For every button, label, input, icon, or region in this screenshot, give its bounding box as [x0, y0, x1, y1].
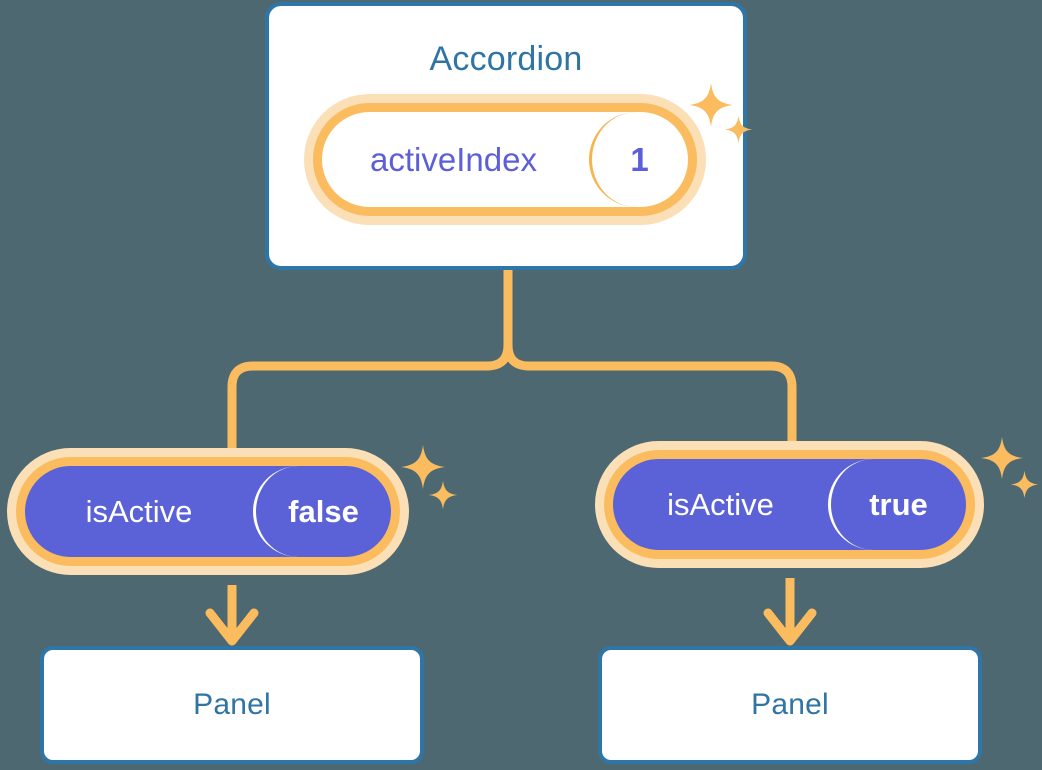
panel-card-right: Panel — [598, 646, 982, 764]
state-badge-value: 1 — [589, 112, 687, 207]
panel-title: Panel — [751, 688, 829, 721]
arrow-down-icon-left — [205, 585, 259, 646]
sparkle-icon — [1010, 470, 1039, 499]
prop-badge-key: isActive — [85, 493, 193, 529]
prop-badge-is-active-false[interactable]: isActive false — [16, 457, 400, 566]
prop-badge-value: false — [253, 466, 391, 557]
sparkle-icon — [400, 444, 446, 490]
state-badge-active-index[interactable]: activeIndex 1 — [313, 103, 697, 216]
branch-to-left-pill — [227, 265, 513, 463]
arrow-down-icon-right — [763, 578, 817, 646]
panel-card-left: Panel — [40, 646, 424, 764]
panel-title: Panel — [193, 688, 271, 721]
prop-badge-key: isActive — [667, 486, 774, 522]
state-badge-key: activeIndex — [370, 140, 537, 178]
sparkle-icon — [980, 436, 1024, 480]
page-title: Accordion — [429, 40, 583, 78]
branch-to-right-pill — [503, 265, 797, 457]
prop-badge-is-active-true[interactable]: isActive true — [604, 450, 975, 559]
sparkle-icon — [428, 480, 458, 510]
prop-badge-value: true — [828, 459, 966, 550]
